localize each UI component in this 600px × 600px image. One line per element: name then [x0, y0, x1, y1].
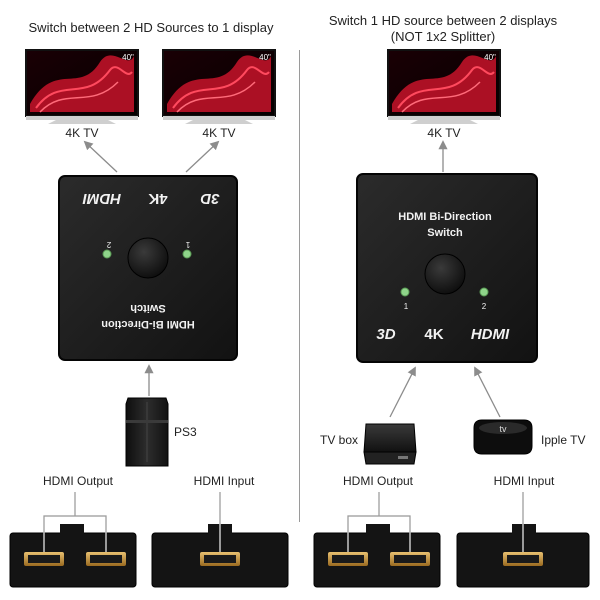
svg-text:tv: tv [499, 424, 507, 434]
port-label-right-output: HDMI Output [342, 474, 414, 488]
tv-badge-left-2: 40" [259, 53, 271, 62]
switch-left-hdmi-logo: HDMI [82, 190, 121, 207]
apple-tv-box: tv [473, 419, 533, 455]
tv-badge-left-1: 40" [122, 53, 134, 62]
switch-right-title-1: HDMI Bi-Direction [398, 211, 492, 223]
tv-label-left-1: 4K TV [65, 126, 99, 140]
backpanel-right-input [456, 524, 590, 588]
switch-right-3d-logo: 3D [376, 326, 395, 343]
tv-right [387, 49, 501, 124]
switch-left-3d-logo: 3D [200, 190, 219, 207]
arrow-tvbox-to-switch [389, 366, 416, 418]
arrow-left-to-tv1 [83, 140, 118, 173]
port-label-left-output: HDMI Output [42, 474, 114, 488]
source-label-appletv: Ipple TV [541, 433, 586, 447]
arrows [83, 140, 501, 418]
tv-badge-right: 40" [484, 53, 496, 62]
switch-left-title-1: HDMI Bi-Direction [101, 318, 195, 330]
tv-left-1 [25, 49, 139, 124]
switch-right-port-2: 2 [482, 302, 487, 311]
switch-right-led-1 [400, 287, 410, 297]
switch-left-port-1: 1 [185, 240, 190, 249]
switch-left-led-1 [182, 249, 192, 259]
switch-left-led-2 [102, 249, 112, 259]
switch-right-title-2: Switch [427, 227, 463, 239]
switch-right-button [424, 253, 466, 295]
switch-right-4k-logo: 4K [424, 326, 443, 343]
right-heading-line2: (NOT 1x2 Splitter) [390, 29, 496, 44]
backpanel-right-output [313, 524, 441, 588]
right-heading-line1: Switch 1 HD source between 2 displays [328, 13, 558, 28]
switch-left-4k-logo: 4K [148, 190, 167, 207]
switch-left-port-2: 2 [106, 240, 111, 249]
port-label-left-input: HDMI Input [193, 474, 255, 488]
panel-divider [299, 50, 300, 522]
ps3-console [125, 397, 169, 467]
switch-right-port-1: 1 [404, 302, 409, 311]
tv-left-2 [162, 49, 276, 124]
port-callout-lines-outline [43, 492, 524, 552]
left-heading: Switch between 2 HD Sources to 1 display [28, 20, 274, 35]
arrow-left-to-tv2 [185, 140, 220, 173]
source-label-tvbox: TV box [320, 433, 359, 447]
switch-left-button [127, 237, 169, 279]
port-label-right-input: HDMI Input [493, 474, 555, 488]
arrow-appletv-to-switch [474, 366, 501, 418]
switch-right-led-2 [479, 287, 489, 297]
tv-label-right: 4K TV [427, 126, 461, 140]
source-label-ps3: PS3 [174, 425, 197, 439]
tv-label-left-2: 4K TV [202, 126, 236, 140]
switch-left-title-2: Switch [130, 302, 166, 314]
switch-right-hdmi-logo: HDMI [471, 326, 510, 343]
switch-right: HDMI Bi-Direction Switch 1 2 3D 4K HDMI [356, 173, 538, 363]
tv-box [363, 423, 417, 465]
switch-left: HDMI Bi-Direction Switch 2 1 3D 4K HDMI [58, 175, 238, 361]
backpanel-left-input [151, 524, 289, 588]
backpanel-left-output [9, 524, 137, 588]
